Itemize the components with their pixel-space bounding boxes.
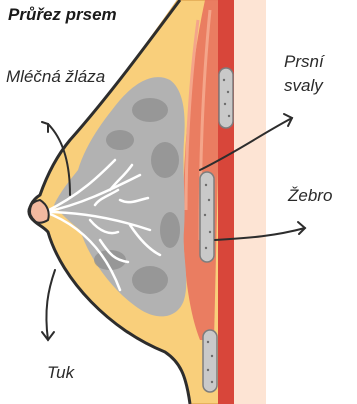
rib-cage-band — [218, 0, 234, 404]
label-pectoral-muscles-line1: Prsní — [284, 50, 324, 74]
chest-tissue-background — [234, 0, 266, 404]
gland-arrow-head — [42, 122, 48, 132]
label-rib: Žebro — [288, 187, 332, 206]
label-pectoral-muscles-line2: svaly — [284, 74, 324, 98]
label-pectoral-muscles: Prsní svaly — [284, 50, 324, 98]
fat-arrow — [46, 270, 55, 340]
label-fat: Tuk — [47, 364, 74, 383]
diagram-title: Průřez prsem — [8, 6, 117, 25]
label-mammary-gland: Mléčná žláza — [6, 68, 105, 87]
